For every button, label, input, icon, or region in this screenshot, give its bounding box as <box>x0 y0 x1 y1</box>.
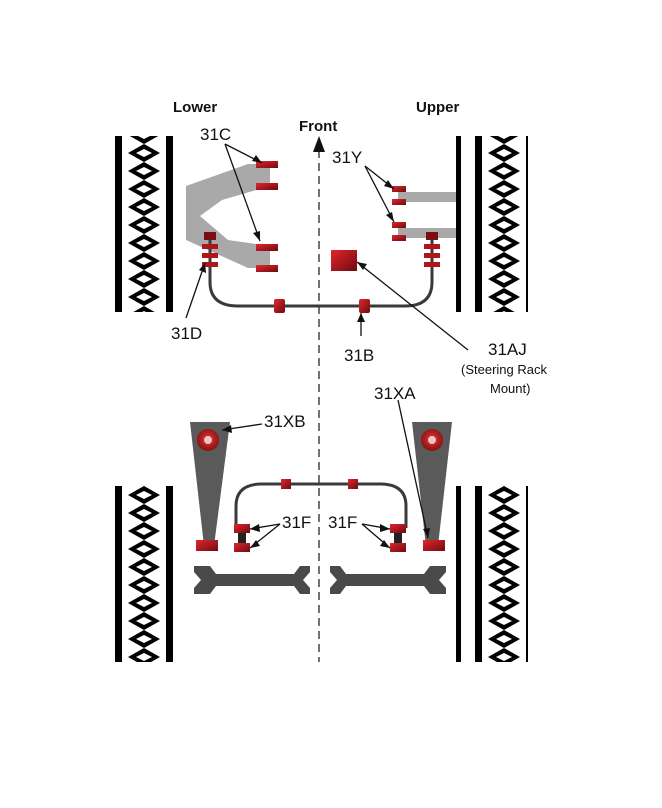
label-31xa: 31XA <box>374 384 416 403</box>
rear-arb-bush-left <box>281 479 291 489</box>
rear-left-tyre <box>114 486 186 662</box>
label-31y: 31Y <box>332 148 362 167</box>
label-31c: 31C <box>200 125 231 144</box>
rear-left-trailing-arm <box>190 422 230 551</box>
label-31d: 31D <box>171 324 202 343</box>
label-31aj: 31AJ <box>488 340 527 359</box>
rear-left-lower-link <box>194 566 310 594</box>
front-drop-links <box>202 232 440 267</box>
front-arb-bush-left <box>274 299 285 313</box>
rear-arb-bush-right <box>348 479 358 489</box>
label-31xb: 31XB <box>264 412 306 431</box>
rear-right-tyre <box>456 486 528 662</box>
rear-right-lower-link <box>330 566 446 594</box>
rear-right-trailing-arm <box>412 422 452 551</box>
label-31b: 31B <box>344 346 374 365</box>
front-arb-bush-right <box>359 299 370 313</box>
upper-header: Upper <box>416 99 460 116</box>
front-anti-roll-bar <box>208 236 434 308</box>
rear-anti-roll-bar <box>234 482 408 528</box>
label-31f-left: 31F <box>282 513 311 532</box>
front-lower-wishbone <box>186 161 278 272</box>
label-31aj-note-line2: Mount) <box>490 381 530 396</box>
front-right-tyre <box>456 136 528 312</box>
rear-drop-links <box>234 524 406 552</box>
front-header: Front <box>299 118 337 135</box>
leader-lines <box>185 143 469 549</box>
steering-rack-mount <box>331 250 357 271</box>
lower-header: Lower <box>173 99 217 116</box>
front-upper-arms <box>392 186 456 241</box>
front-arrow-head <box>313 136 325 152</box>
front-left-tyre <box>114 136 186 312</box>
label-31f-right: 31F <box>328 513 357 532</box>
label-31aj-note-line1: (Steering Rack <box>461 362 547 377</box>
